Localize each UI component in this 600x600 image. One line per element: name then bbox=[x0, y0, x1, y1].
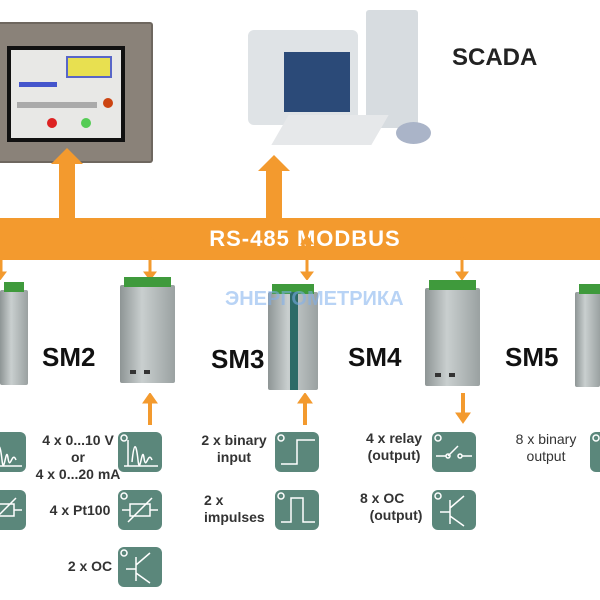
sm2-io-oc: 2 x OC bbox=[67, 558, 113, 574]
transistor-oc-icon bbox=[118, 547, 162, 587]
analog-signal-icon bbox=[0, 432, 26, 472]
hmi-screen bbox=[11, 50, 121, 138]
module-label-sm3: SM3 bbox=[211, 344, 265, 374]
module-label-sm5: SM5 bbox=[505, 342, 559, 372]
io-arrows bbox=[142, 393, 471, 425]
bus-connectors bbox=[0, 236, 469, 280]
double-arrow-sm1 bbox=[0, 236, 7, 280]
binary-step-icon bbox=[275, 432, 319, 472]
sm4-io-oc: 8 x OC(output) bbox=[360, 490, 423, 523]
scada-computer bbox=[248, 10, 448, 155]
bus-label: RS-485 MODBUS bbox=[209, 226, 401, 251]
sm4-io-relay: 4 x relay(output) bbox=[365, 430, 423, 463]
device-sm5 bbox=[575, 284, 600, 387]
impulse-icon bbox=[275, 490, 319, 530]
double-arrow-sm4 bbox=[455, 236, 469, 280]
arrow-up-hmi bbox=[51, 148, 83, 220]
transistor-oc-icon bbox=[432, 490, 476, 530]
arrow-up-scada bbox=[258, 155, 290, 220]
device-sm1 bbox=[0, 282, 28, 385]
double-arrow-sm2 bbox=[143, 236, 157, 280]
device-sm4 bbox=[425, 280, 480, 386]
device-sm3 bbox=[268, 284, 318, 390]
scada-label: SCADA bbox=[452, 44, 538, 71]
module-label-sm2: SM2 bbox=[42, 342, 96, 372]
thermistor-icon bbox=[0, 490, 26, 530]
watermark: ЭНЕРГОМЕТРИКА bbox=[225, 288, 404, 310]
device-sm2 bbox=[120, 277, 175, 383]
arrow-up-sm3 bbox=[297, 393, 313, 425]
arrow-down-sm4 bbox=[455, 393, 471, 424]
sm2-io-pt100: 4 x Pt100 bbox=[49, 502, 111, 518]
rs485-bus: RS-485 MODBUS bbox=[0, 218, 600, 260]
arrow-up-sm2 bbox=[142, 393, 158, 425]
thermistor-icon bbox=[118, 490, 162, 530]
double-arrow-sm3 bbox=[300, 236, 314, 280]
binary-output-icon bbox=[590, 432, 600, 472]
hmi-panel bbox=[0, 22, 153, 163]
module-label-sm4: SM4 bbox=[348, 342, 402, 372]
relay-switch-icon bbox=[432, 432, 476, 472]
analog-signal-icon bbox=[118, 432, 162, 472]
